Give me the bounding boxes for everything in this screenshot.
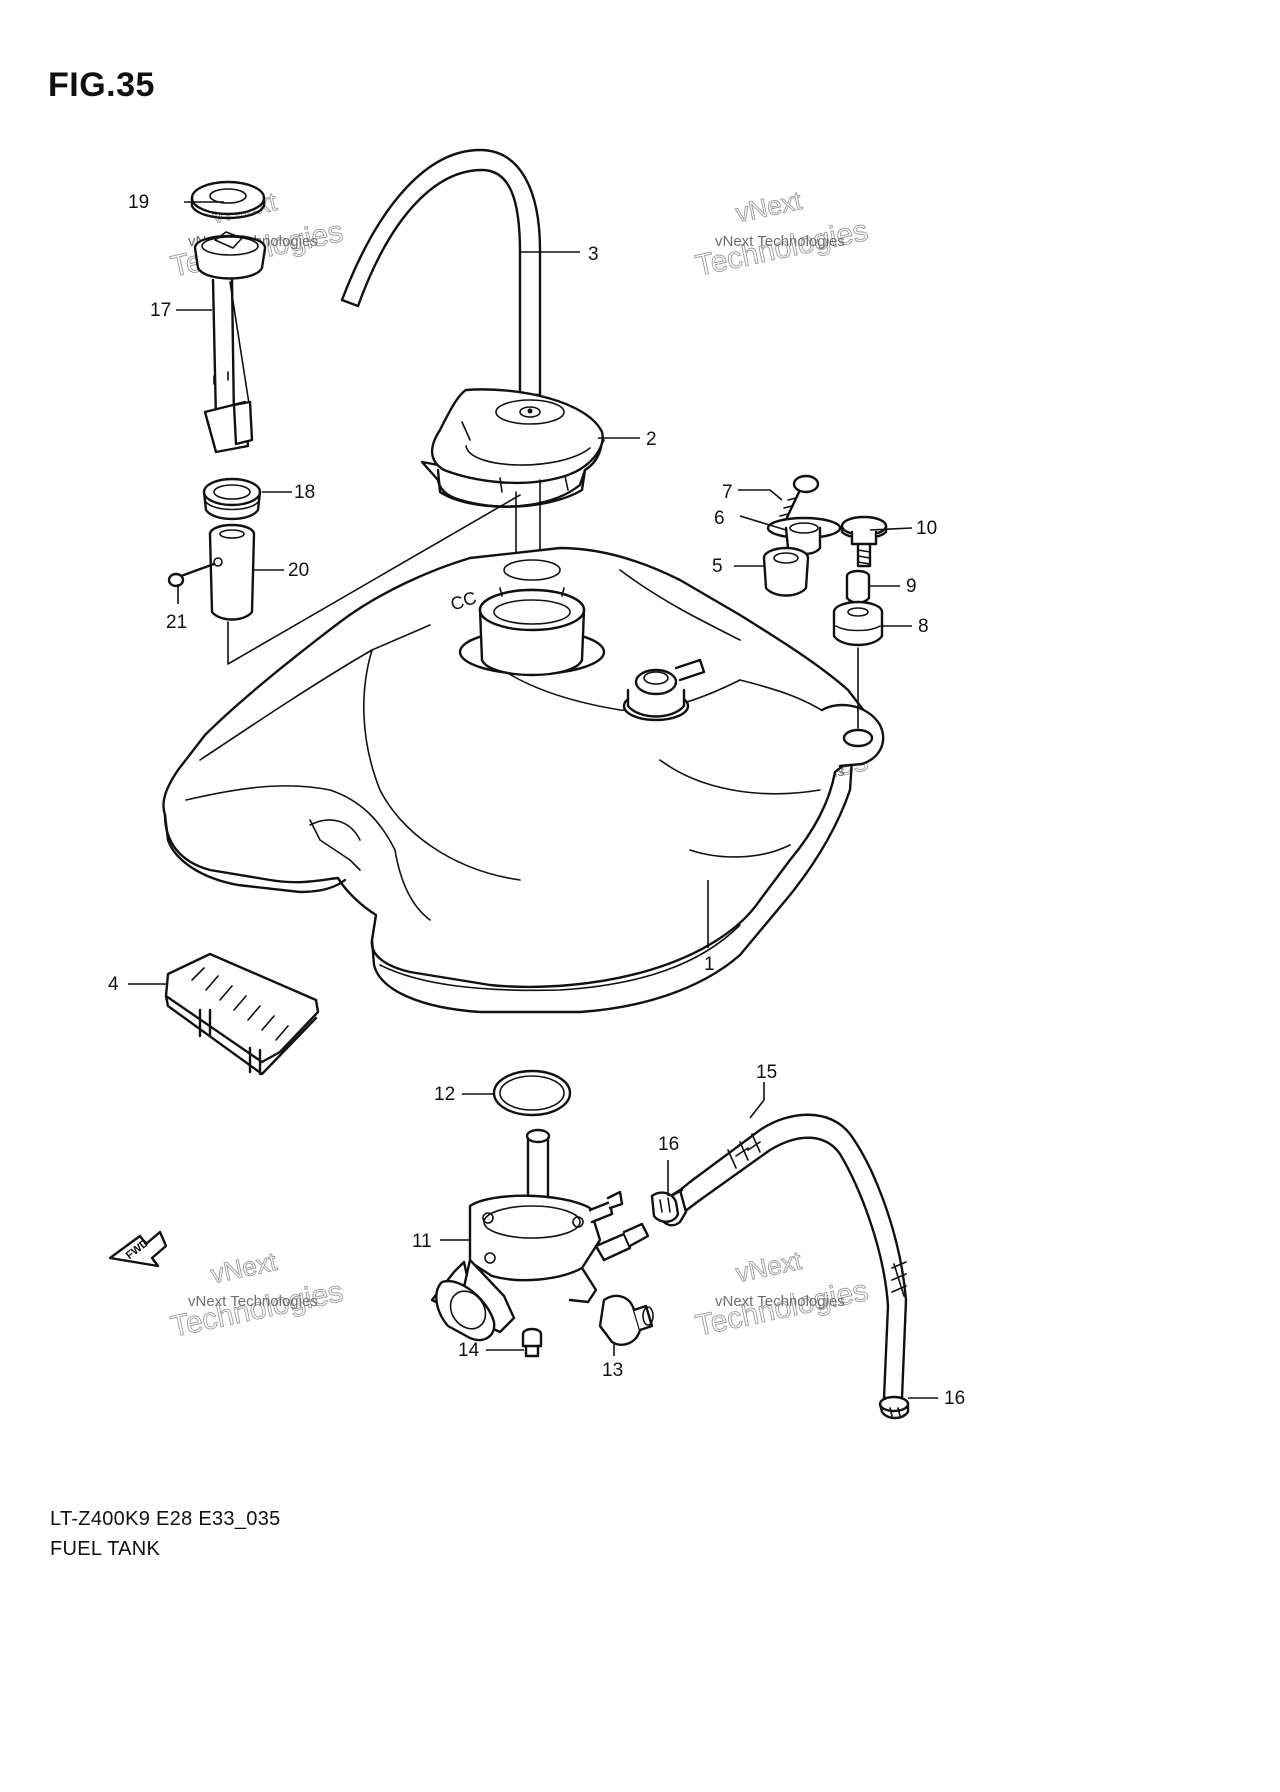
callout-16-upper: 16 (658, 1134, 679, 1155)
part-2-fuel-cap (420, 388, 605, 508)
callout-13: 13 (602, 1360, 623, 1381)
callout-18: 18 (294, 482, 315, 503)
part-19-gauge-cap (190, 180, 266, 220)
callout-15: 15 (756, 1062, 777, 1083)
svg-text:vNext: vNext (733, 1245, 805, 1288)
fwd-direction-arrow: FWD (108, 1230, 168, 1268)
part-4-plate (164, 952, 320, 1076)
watermark-bottom-right: vNext Technologies (692, 1245, 871, 1344)
callout-20: 20 (288, 560, 309, 581)
part-1-fuel-tank: CC (162, 546, 885, 1014)
callout-7: 7 (722, 482, 733, 503)
part-12-o-ring (492, 1069, 572, 1117)
watermark-top-right: vNext Technologies (692, 185, 871, 284)
part-5-bushing (762, 546, 810, 597)
part-18-grommet (202, 477, 262, 521)
callout-numbers: 1 2 3 4 5 6 7 8 9 10 11 12 13 14 15 16 1… (108, 192, 965, 1409)
callout-21: 21 (166, 612, 187, 633)
leader-lines (128, 201, 938, 1399)
part-group-name: FUEL TANK (50, 1538, 161, 1560)
part-16-clamp-lower (878, 1395, 910, 1420)
callout-1: 1 (704, 954, 715, 975)
part-11-fuel-cock (430, 1128, 650, 1342)
part-14-screw (521, 1327, 543, 1358)
callout-16-lower: 16 (944, 1388, 965, 1409)
svg-text:vNext: vNext (208, 1246, 280, 1289)
callout-4: 4 (108, 974, 119, 995)
part-17-fuel-gauge (193, 231, 267, 454)
part-9-spacer (845, 569, 871, 604)
part-10-bolt (840, 515, 888, 568)
part-8-damper (832, 600, 884, 647)
callout-19: 19 (128, 192, 149, 213)
svg-text:vNext Technologies: vNext Technologies (715, 233, 845, 250)
callout-3: 3 (588, 244, 599, 265)
callout-10: 10 (916, 518, 937, 539)
callout-8: 8 (918, 616, 929, 637)
callout-5: 5 (712, 556, 723, 577)
part-21-screw (167, 562, 216, 588)
callout-2: 2 (646, 429, 657, 450)
part-3-breather-hose (340, 148, 542, 397)
callout-17: 17 (150, 300, 171, 321)
watermark-bottom-left: vNext Technologies (167, 1246, 346, 1345)
figure-title: FIG.35 (48, 66, 155, 104)
callout-12: 12 (434, 1084, 455, 1105)
svg-text:vNext Technologies: vNext Technologies (188, 1293, 318, 1310)
svg-text:vNext Technologies: vNext Technologies (715, 1293, 845, 1310)
callout-9: 9 (906, 576, 917, 597)
part-13-drain-cap (598, 1294, 654, 1346)
part-16-clamp-upper (650, 1191, 680, 1223)
callout-6: 6 (714, 508, 725, 529)
part-20-sleeve (208, 523, 256, 621)
callout-14: 14 (458, 1340, 480, 1361)
callout-11: 11 (412, 1231, 432, 1252)
svg-text:vNext: vNext (733, 185, 805, 228)
reference-line-gauge (227, 494, 521, 665)
model-code: LT-Z400K9 E28 E33_035 (50, 1508, 281, 1530)
